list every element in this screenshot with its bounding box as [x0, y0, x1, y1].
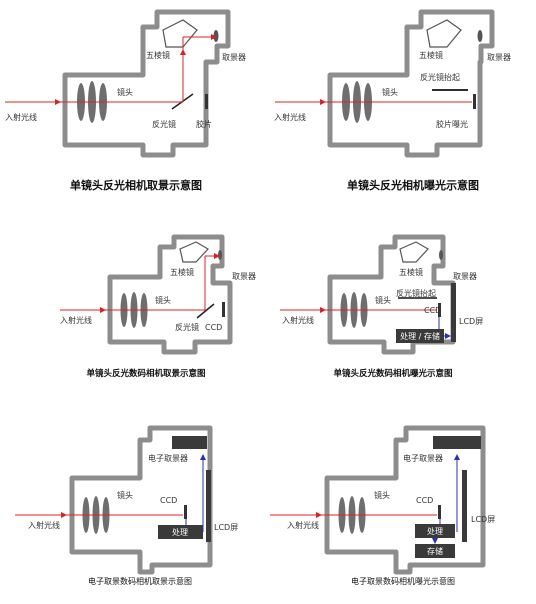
label-store: 存储 [427, 546, 443, 556]
label-lens: 镜头 [155, 295, 171, 305]
caption: 单镜头反光数码相机曝光示意图 [333, 368, 452, 379]
eyepiece [218, 250, 222, 260]
lcd-screen [206, 470, 211, 542]
ccd-sensor [438, 303, 441, 317]
caption: 单镜头反光数码相机取景示意图 [86, 368, 205, 379]
label-pentaprism: 五棱镜 [419, 50, 443, 60]
ccd-sensor [184, 505, 187, 519]
caption: 单镜头反光相机曝光示意图 [347, 178, 479, 192]
lens-elements [120, 292, 148, 328]
signal-path [432, 454, 460, 544]
camera-body [327, 234, 456, 355]
label-lens: 镜头 [375, 295, 391, 305]
label-incident-light: 入射光线 [274, 112, 306, 122]
label-incident-light: 入射光线 [282, 315, 314, 325]
eyepiece [477, 30, 483, 42]
light-path [60, 253, 220, 313]
diagram-slr-exposure: 五棱镜 取景器 反光镜抬起 镜头 入射光线 胶片曝光 单镜头反光相机曝光示意图 [274, 9, 511, 192]
label-pentaprism: 五棱镜 [170, 267, 194, 277]
lcd-screen [462, 470, 467, 542]
camera-body [327, 9, 495, 158]
process-store-unit [396, 329, 444, 343]
caption: 电子取景数码相机曝光示意图 [351, 576, 455, 586]
label-mirror: 反光镜 [175, 322, 199, 332]
diagram-evf-viewfinding: 电子取景器 镜头 入射光线 CCD LCD屏 处理 电子取景数码相机取景示意图 [15, 425, 238, 586]
label-lens: 镜头 [374, 490, 390, 500]
camera-body [69, 425, 213, 575]
label-incident-light: 入射光线 [60, 315, 92, 325]
label-ccd: CCD [416, 496, 433, 505]
eyepiece [439, 250, 443, 260]
process-unit [158, 525, 203, 539]
label-pentaprism: 五棱镜 [399, 267, 423, 277]
pentaprism [399, 241, 429, 263]
label-viewfinder: 取景器 [453, 272, 477, 281]
diagram-digital-slr-viewfinding: 五棱镜 取景器 镜头 入射光线 反光镜 CCD 单镜头反光数码相机取景示意图 [60, 234, 256, 379]
label-evf: 电子取景器 [403, 453, 443, 463]
label-incident-light: 入射光线 [28, 520, 60, 530]
camera-body [324, 425, 486, 575]
signal-path [438, 317, 451, 339]
label-mirror-up: 反光镜抬起 [420, 72, 460, 82]
camera-body [62, 9, 231, 158]
reflex-mirror [196, 303, 215, 319]
label-process: 处理 [172, 527, 188, 537]
caption: 单镜头反光相机取景示意图 [70, 178, 202, 192]
caption: 电子取景数码相机取景示意图 [88, 576, 192, 586]
label-incident-light: 入射光线 [287, 520, 319, 530]
label-film: 胶片 [196, 119, 212, 129]
pentaprism [179, 241, 209, 263]
label-lcd: LCD屏 [214, 523, 238, 532]
label-pentaprism: 五棱镜 [146, 50, 170, 60]
label-ccd: CCD [160, 496, 177, 505]
camera-body [107, 234, 233, 355]
label-film-exposure: 胶片曝光 [436, 119, 468, 129]
label-lens: 镜头 [117, 490, 133, 500]
film-plane [473, 94, 476, 109]
pentaprism [426, 19, 462, 48]
ccd-sensor [438, 505, 441, 519]
lcd-screen [451, 283, 456, 342]
diagram-slr-viewfinding: 五棱镜 取景器 镜头 入射光线 反光镜 胶片 单镜头反光相机取景示意图 [5, 9, 246, 192]
process-unit [415, 524, 455, 538]
signal-path [185, 454, 206, 532]
light-path [5, 34, 217, 105]
label-viewfinder: 取景器 [487, 53, 511, 62]
label-lens: 镜头 [117, 87, 133, 97]
label-lens: 镜头 [382, 87, 398, 97]
label-mirror-up: 反光镜抬起 [396, 288, 436, 298]
film-plane [205, 94, 208, 109]
label-incident-light: 入射光线 [5, 112, 37, 122]
label-ccd: CCD [424, 306, 441, 315]
evf-panel [433, 436, 481, 449]
eyepiece [213, 30, 219, 42]
label-ccd: CCD [205, 323, 222, 332]
pentaprism [162, 19, 198, 48]
label-viewfinder: 取景器 [222, 53, 246, 62]
label-mirror: 反光镜 [152, 119, 176, 129]
label-process: 处理 [427, 526, 443, 536]
store-unit [415, 544, 455, 558]
diagram-evf-exposure: 电子取景器 镜头 入射光线 CCD LCD屏 处理 存储 电子取景数码相机曝光示… [270, 425, 495, 586]
label-lcd: LCD屏 [471, 515, 495, 524]
label-evf: 电子取景器 [148, 453, 188, 463]
label-process-store: 处理 / 存储 [400, 331, 440, 341]
label-viewfinder: 取景器 [232, 272, 256, 281]
ccd-sensor [222, 302, 225, 317]
label-lcd: LCD屏 [459, 317, 483, 326]
diagram-digital-slr-exposure: 五棱镜 取景器 反光镜抬起 镜头 入射光线 CCD LCD屏 处理 / 存储 单… [280, 234, 483, 379]
evf-panel [172, 436, 207, 449]
